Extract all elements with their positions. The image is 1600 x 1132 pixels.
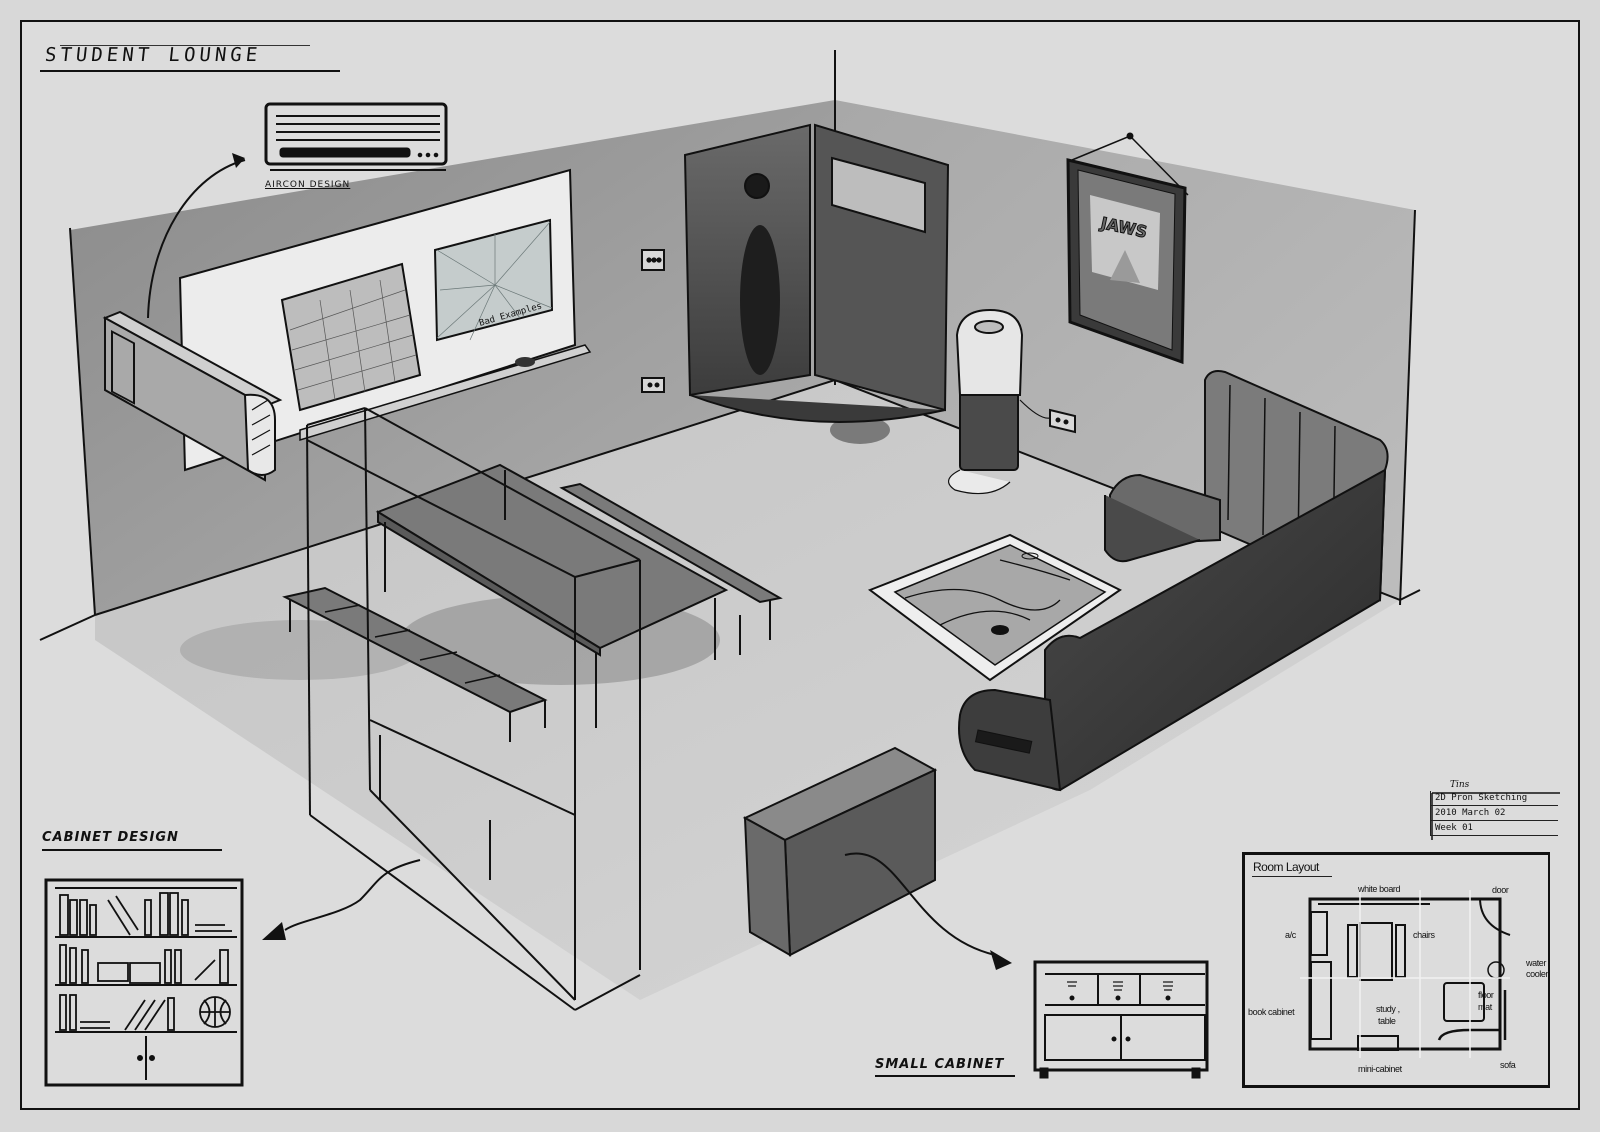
layout-label-floor: floor: [1478, 990, 1494, 1000]
title-overline: [60, 45, 310, 46]
door: [683, 123, 950, 423]
cabinet-callout-arrow: [284, 859, 421, 931]
info-date: 2010 March 02: [1430, 806, 1558, 821]
room-layout-plan: [1300, 890, 1511, 1058]
layout-label-cooler: cooler: [1526, 969, 1549, 979]
layout-label-chairs: chairs: [1413, 930, 1435, 940]
info-week: Week 01: [1430, 821, 1558, 836]
page-title: Student Lounge: [43, 44, 263, 66]
room-layout-title-underline: [1252, 876, 1332, 877]
info-course: 2D Pron Sketching: [1430, 791, 1558, 806]
wall-switch: [641, 249, 665, 271]
sofa: [958, 370, 1389, 792]
cabinet-design-sketch: [44, 878, 244, 1087]
small-cabinet-caption: Small Cabinet: [875, 1057, 1005, 1072]
bench-back: [559, 482, 783, 655]
layout-label-water: water: [1526, 958, 1547, 968]
aircon-callout-arrow: [147, 159, 246, 319]
info-box: Tins 2D Pron Sketching 2010 March 02 Wee…: [1430, 780, 1558, 836]
layout-label-sofa: sofa: [1500, 1060, 1516, 1070]
info-author: Tins: [1450, 780, 1470, 790]
aircon-design-sketch: [264, 102, 448, 171]
layout-label-white-board: white board: [1358, 884, 1401, 894]
layout-label-study: study ,: [1376, 1004, 1400, 1014]
info-box-frame: [1431, 792, 1560, 840]
floor-mat: [867, 533, 1122, 682]
room-layout-box: [1242, 852, 1550, 1088]
aircon-design-caption: Aircon Design: [265, 180, 351, 190]
bench-front: [282, 586, 548, 742]
layout-label-book-cabinet: book cabinet: [1248, 1007, 1295, 1017]
cabinet-design-underline: [42, 849, 222, 851]
book-cabinet-wireframe: [306, 407, 641, 1011]
title-underline: [40, 70, 340, 72]
room-layout-title: Room Layout: [1253, 860, 1319, 874]
small-cabinet-callout-arrow: [844, 852, 996, 956]
layout-label-mat: mat: [1478, 1002, 1492, 1012]
wall-outlet-left: [641, 377, 665, 393]
layout-label-door: door: [1492, 885, 1509, 895]
layout-label-ac: a/c: [1285, 930, 1296, 940]
small-cabinet-underline: [875, 1075, 1015, 1077]
wall-aircon-unit: [102, 310, 283, 482]
whiteboard: Bad Examples: [178, 168, 592, 472]
layout-label-table: table: [1378, 1016, 1396, 1026]
layout-label-mini-cabinet: mini-cabinet: [1358, 1064, 1402, 1074]
water-cooler: [948, 308, 1051, 495]
wall-outlet-right: [1049, 408, 1076, 434]
jaws-poster: JAWS: [1066, 132, 1189, 365]
cabinet-design-caption: Cabinet Design: [42, 830, 179, 845]
small-cabinet-sketch: [1033, 960, 1209, 1079]
small-cabinet-3d: [742, 746, 938, 957]
